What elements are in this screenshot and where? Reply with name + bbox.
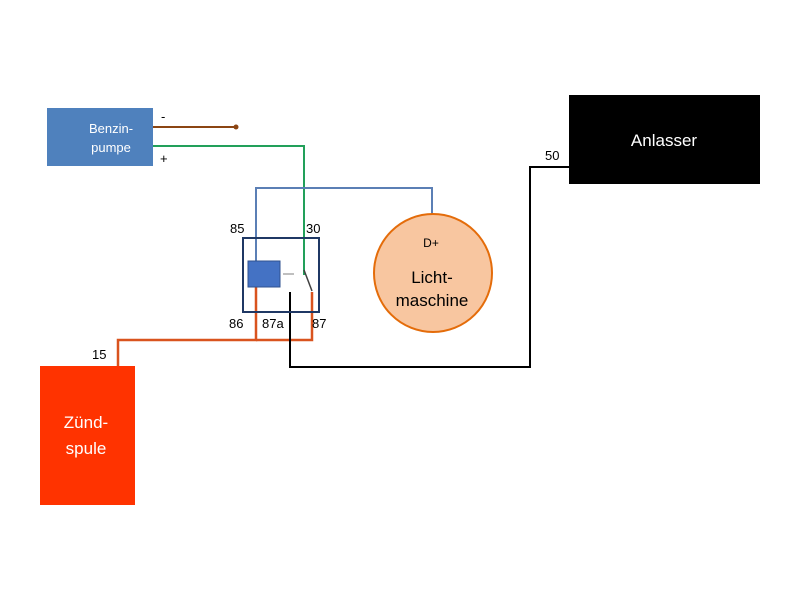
fuel-pump-label-line2: pumpe bbox=[91, 140, 131, 155]
relay-pin-85: 85 bbox=[230, 221, 244, 236]
alternator-label-line1: Licht- bbox=[411, 268, 453, 287]
relay-pin-30: 30 bbox=[306, 221, 320, 236]
wire-87a-to-50 bbox=[289, 166, 570, 368]
relay-switch-contact bbox=[303, 269, 313, 292]
ignition-coil-label-line2: spule bbox=[66, 439, 107, 458]
ignition-coil-terminal-15: 15 bbox=[92, 347, 106, 362]
wire-85-to-dplus bbox=[255, 187, 433, 263]
fuel-pump-plus-label: + bbox=[160, 151, 168, 166]
ignition-coil-box bbox=[40, 366, 135, 505]
wire-87-branch bbox=[256, 292, 314, 342]
relay-pin-87a: 87a bbox=[262, 316, 284, 331]
fuel-pump-box bbox=[47, 108, 153, 166]
alternator-terminal-dplus: D+ bbox=[423, 236, 439, 250]
ignition-coil-label-line1: Zünd- bbox=[64, 413, 108, 432]
fuel-pump-label-line1: Benzin- bbox=[89, 121, 133, 136]
starter-terminal-50: 50 bbox=[545, 148, 559, 163]
relay-coil bbox=[247, 260, 281, 288]
relay-pin-87: 87 bbox=[312, 316, 326, 331]
wire-pump-plus-to-30 bbox=[152, 145, 305, 275]
relay-pin-86: 86 bbox=[229, 316, 243, 331]
alternator-label-line2: maschine bbox=[396, 291, 469, 310]
starter-box bbox=[569, 95, 760, 184]
starter-label: Anlasser bbox=[631, 131, 697, 150]
wire-end-dot bbox=[233, 124, 239, 130]
fuel-pump-minus-label: - bbox=[161, 109, 165, 124]
alternator-circle bbox=[373, 213, 493, 333]
relay-frame bbox=[242, 237, 320, 313]
